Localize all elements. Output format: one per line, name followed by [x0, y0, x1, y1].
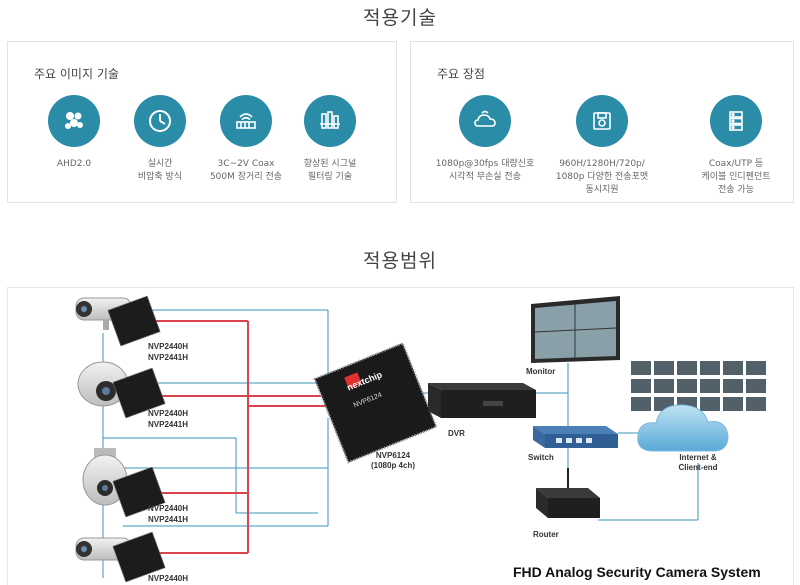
switch-label: Switch: [528, 453, 554, 462]
feature-label: AHD2.0: [56, 159, 92, 169]
chip-label: NVP2440H NVP2441H: [148, 342, 189, 362]
feature-cable: Coax/UTP 등 케이블 인디펜던트 전송 가능: [676, 95, 796, 197]
chip-label: NVP2440H: [148, 574, 189, 583]
isp-chip-icon: [112, 466, 166, 518]
video-wall-icon: [631, 361, 766, 411]
nvp6124-chip-icon: [313, 341, 438, 464]
monitor-device-icon: [531, 296, 620, 363]
diagram-graphics: [75, 295, 766, 583]
disk-icon: [576, 95, 628, 147]
switch-device-icon: [533, 426, 618, 448]
feature-ahd: AHD2.0: [14, 95, 134, 171]
feature-label: 실시간 비압축 방식: [137, 159, 183, 182]
internet-label: Internet & Client-end: [678, 453, 718, 472]
video-lines: [156, 320, 328, 554]
feature-formats: 960H/1280H/720p/ 1080p 다양한 전송포맷 동시지원: [542, 95, 662, 197]
filter-icon: [304, 95, 356, 147]
section-title-technology: 적용기술: [363, 7, 437, 29]
cloud-signal-icon: [459, 95, 511, 147]
feature-label: 960H/1280H/720p/ 1080p 다양한 전송포맷 동시지원: [555, 159, 649, 195]
isp-chip-icon: [112, 367, 166, 419]
cloud-icon: [637, 404, 729, 452]
feature-realtime: 실시간 비압축 방식: [100, 95, 220, 184]
chip-label: NVP2440H NVP2441H: [148, 504, 189, 524]
isp-chip-icon: [107, 295, 161, 347]
dvr-label: DVR: [448, 429, 465, 438]
feature-filtering: 향상된 시그널 필터링 기술: [270, 95, 390, 184]
panel-heading: 주요 장점: [437, 67, 485, 81]
monitor-label: Monitor: [526, 367, 556, 376]
feature-lossless: 1080p@30fps 대량신호 시각적 무손실 전송: [425, 95, 545, 184]
section-title-application: 적용범위: [363, 250, 437, 272]
feature-label: 향상된 시그널 필터링 기술: [303, 159, 357, 182]
feature-label: 1080p@30fps 대량신호 시각적 무손실 전송: [435, 159, 535, 182]
feature-label: Coax/UTP 등 케이블 인디펜던트 전송 가능: [701, 159, 771, 195]
router-label: Router: [533, 530, 559, 539]
cells-icon: [48, 95, 100, 147]
server-icon: [710, 95, 762, 147]
feature-label: 3C~2V Coax 500M 장거리 전송: [209, 159, 283, 182]
soc-caption: NVP6124 (1080p 4ch): [370, 451, 416, 470]
chip-label: NVP2440H NVP2441H: [148, 409, 189, 429]
coax-signal-icon: [220, 95, 272, 147]
key-advantages-panel: 주요 장점 1080p@30fps 대량신호 시각적 무손실 전송 960H/1…: [410, 41, 794, 203]
key-image-tech-panel: 주요 이미지 기술 AHD2.0 실시간 비압축 방식 3C~2V Coax 5…: [7, 41, 397, 203]
security-system-diagram: NVP2440H NVP2441H NVP2440H NVP2441H NVP2…: [7, 287, 794, 585]
panel-heading: 주요 이미지 기술: [34, 67, 119, 81]
system-title: FHD Analog Security Camera System: [513, 564, 761, 580]
clock-icon: [134, 95, 186, 147]
dvr-device-icon: [428, 383, 536, 418]
feature-coax: 3C~2V Coax 500M 장거리 전송: [186, 95, 306, 184]
router-device-icon: [536, 468, 600, 518]
